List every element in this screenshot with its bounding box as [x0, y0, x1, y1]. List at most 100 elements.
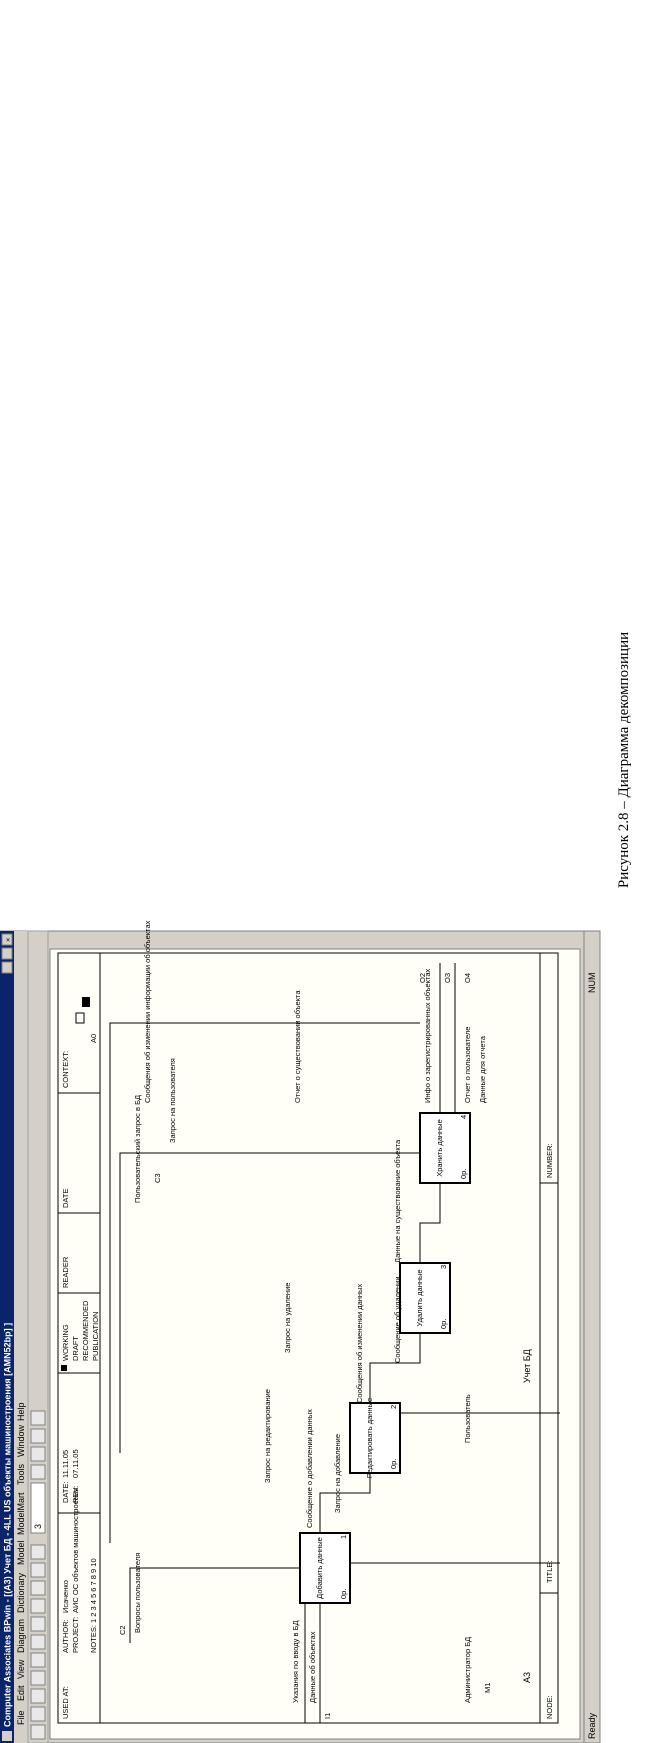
menu-model[interactable]: Model [16, 1540, 26, 1565]
status-num: NUM [587, 973, 597, 994]
print-icon[interactable] [30, 1544, 46, 1560]
menu-window[interactable]: Window [16, 1424, 26, 1457]
spell-icon[interactable] [30, 1428, 46, 1444]
menu-bar: File Edit View Diagram Dictionary Model … [14, 931, 28, 1743]
figure-caption: Рисунок 2.8 – Диаграмма декомпозиции [616, 632, 632, 888]
label-in-insert: Указания по вводу в БД [291, 1620, 300, 1703]
label-query-add: Запрос на добавление [333, 1434, 342, 1513]
box-3-number: 3 [439, 1265, 448, 1269]
arrow-msg-changes[interactable] [109, 1022, 420, 1543]
nav-up-icon[interactable] [30, 1634, 46, 1650]
pointer-tool-icon[interactable] [30, 1724, 46, 1740]
box-4-label: Хранить данные [435, 1119, 444, 1177]
new-icon[interactable] [30, 1598, 46, 1614]
number-label: NUMBER: [545, 1143, 554, 1178]
label-m1: M1 [483, 1683, 492, 1693]
title-label: TITLE: [545, 1560, 554, 1583]
context-box-active [82, 997, 90, 1007]
label-user: Пользователь [463, 1394, 472, 1443]
box-4-number: 4 [459, 1115, 468, 1119]
context-label: CONTEXT: [61, 1051, 70, 1088]
author-label: AUTHOR: [61, 1619, 70, 1653]
box-tool-icon[interactable] [30, 1706, 46, 1722]
save-icon[interactable] [30, 1562, 46, 1578]
label-msg-edit: Сообщения об изменении данных [355, 1284, 364, 1403]
arrow-user-query-db[interactable] [119, 1152, 420, 1453]
label-query-user: Запрос на пользователя [168, 1058, 177, 1143]
box-1-cost: 0р. [339, 1589, 348, 1599]
title-bar: Computer Associates BPwin - [(A3) Учет Б… [0, 931, 14, 1743]
title-value: Учет БД [522, 1349, 532, 1383]
menu-file[interactable]: File [16, 1710, 26, 1725]
label-info: Инфо о зарегистрированных объектах [423, 968, 432, 1103]
menu-diagram[interactable]: Diagram [16, 1619, 26, 1653]
activity-box-1[interactable]: Добавить данные 1 0р. [299, 1532, 351, 1604]
label-o4: O4 [463, 973, 472, 983]
notes-label: NOTES: [89, 1625, 98, 1653]
label-report-user: Отчет о пользователе [463, 1027, 472, 1103]
menu-view[interactable]: View [16, 1659, 26, 1679]
label-in-data: Данные об объектах [308, 1631, 317, 1703]
label-msg-del: Сообщение об удалении [393, 1276, 402, 1363]
minimize-button[interactable] [1, 961, 13, 974]
idef0-frame [57, 952, 559, 1724]
menu-help[interactable]: Help [16, 1402, 26, 1421]
text-tool-icon[interactable] [30, 1652, 46, 1668]
label-data-report: Данные для отчета [478, 1035, 487, 1103]
bpwin-window: Computer Associates BPwin - [(A3) Учет Б… [0, 920, 601, 1743]
menu-edit[interactable]: Edit [16, 1685, 26, 1701]
activity-box-2[interactable]: Редактировать данные 2 0р. [349, 1398, 401, 1478]
reader-label: READER [61, 1256, 70, 1288]
arrow-control-user-query[interactable] [129, 1567, 300, 1643]
rev-value: 07.11.05 [71, 1449, 80, 1478]
model-explorer-icon[interactable] [30, 1410, 46, 1426]
label-query-edit: Запрос на редактирование [263, 1389, 272, 1483]
arrow-labels: Данные об объектах Указания по вводу в Б… [118, 920, 492, 1719]
box-4-cost: 0р. [459, 1169, 468, 1179]
working-check [61, 1365, 67, 1371]
label-o2: O2 [418, 973, 427, 983]
node-value: A3 [522, 1672, 532, 1683]
zoom-in-icon[interactable] [30, 1464, 46, 1480]
label-report: Отчет о существовании объекта [293, 990, 302, 1103]
menu-dictionary[interactable]: Dictionary [16, 1572, 26, 1613]
menu-tools[interactable]: Tools [16, 1463, 26, 1485]
nav-down-icon[interactable] [30, 1616, 46, 1632]
zoom-select[interactable] [30, 1482, 46, 1534]
menu-modelmart[interactable]: ModelMart [16, 1492, 26, 1535]
close-icon: × [4, 938, 13, 942]
date-col-label: DATE [61, 1189, 70, 1208]
arrow-tool-icon[interactable] [30, 1688, 46, 1704]
box-2-cost: 0р. [389, 1459, 398, 1469]
box-1-label: Добавить данные [315, 1537, 324, 1599]
arrows [109, 963, 560, 1723]
rev-label: REV: [71, 1486, 80, 1503]
open-icon[interactable] [30, 1580, 46, 1596]
label-user-query-db: Пользовательский запрос в БД [133, 1095, 142, 1203]
label-tunnel-c2: C2 [118, 1625, 127, 1635]
maximize-button[interactable] [1, 947, 13, 960]
label-o3: O3 [443, 973, 452, 983]
publication-label: PUBLICATION [91, 1312, 100, 1361]
box-3-cost: 0р. [439, 1319, 448, 1329]
toolbar: 3 [27, 930, 49, 1743]
label-msg-add: Сообщение о добавлении данных [305, 1409, 314, 1528]
activity-box-4[interactable]: Хранить данные 4 0р. [419, 1112, 471, 1184]
arrow-msg-del[interactable] [419, 1183, 441, 1263]
status-bar: Ready NUM [583, 930, 601, 1743]
label-del-data: Данные на существование объекта [393, 1139, 402, 1263]
used-at-label: USED AT: [61, 1686, 70, 1719]
close-button[interactable] [1, 933, 13, 946]
window-title: Computer Associates BPwin - [(A3) Учет Б… [3, 1323, 13, 1727]
box-2-label: Редактировать данные [365, 1398, 374, 1478]
squiggle-tool-icon[interactable] [30, 1670, 46, 1686]
project-value: АИС ОС объектов машиностроения [71, 1488, 80, 1613]
date-label: DATE: [61, 1481, 70, 1503]
zoom-out-icon[interactable] [30, 1446, 46, 1462]
arrow-msg-add[interactable] [319, 1473, 371, 1533]
activity-box-3[interactable]: Удалить данные 3 0р. [399, 1262, 451, 1334]
arrow-msg-edit[interactable] [369, 1333, 421, 1403]
author-value: Исаченко [61, 1580, 70, 1613]
app-icon [2, 1731, 12, 1741]
